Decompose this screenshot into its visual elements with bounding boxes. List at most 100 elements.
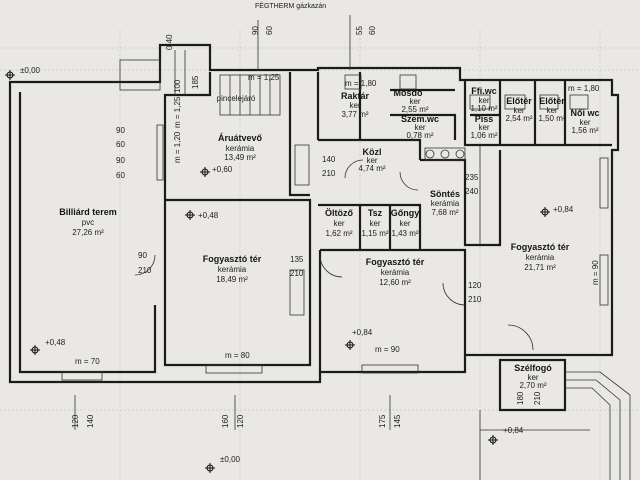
- room-area: 0,78 m²: [406, 131, 433, 140]
- gas-boiler-label: FÉGTHERM gázkazán: [255, 1, 326, 10]
- room-material: kerámia: [226, 144, 255, 153]
- level-marker-icon: [5, 70, 15, 80]
- dim-label: 135: [290, 255, 304, 264]
- dim-label: 120: [71, 414, 80, 428]
- dim-label: m = 1,25: [248, 73, 280, 82]
- dim-label: 180: [516, 391, 525, 405]
- windows: [61, 124, 609, 381]
- room-area: 2,54 m²: [505, 114, 532, 123]
- dim-label: 210: [290, 269, 304, 278]
- room-name: Fogyasztó tér: [203, 254, 262, 264]
- level-value: +0,84: [352, 328, 373, 337]
- room-material: pvc: [82, 218, 94, 227]
- room-labels: Billiárd terem pvc 27,26 m² Áruátvevő ke…: [59, 86, 599, 390]
- dim-label: 120: [468, 281, 482, 290]
- room-material: kerámia: [431, 199, 460, 208]
- room-area: 1,06 m²: [470, 131, 497, 140]
- dim-label: m = 70: [75, 357, 100, 366]
- bar-counter: [344, 74, 589, 245]
- level-markers: [5, 70, 550, 473]
- room-name: Szélfogó: [514, 363, 552, 373]
- room-material: ker: [527, 373, 538, 382]
- room-material: ker: [333, 219, 344, 228]
- room-area: 12,60 m²: [379, 278, 411, 287]
- room-material: ker: [513, 106, 524, 115]
- room-name: Női wc: [570, 108, 599, 118]
- level-marker-icon: [30, 345, 40, 355]
- room-material: kerámia: [381, 268, 410, 277]
- level-value: +0,48: [45, 338, 66, 347]
- dim-label: 90: [138, 251, 147, 260]
- level-marker-icon: [345, 340, 355, 350]
- dim-label: m = 90: [375, 345, 400, 354]
- room-area: 21,71 m²: [524, 263, 556, 272]
- room-name: Szem.wc: [401, 114, 439, 124]
- room-name: Közl: [363, 147, 382, 157]
- room-material: ker: [546, 106, 557, 115]
- room-area: 1,62 m²: [325, 229, 352, 238]
- room-material: ker: [579, 118, 590, 127]
- level-value: +0,84: [503, 426, 524, 435]
- room-area: 2,70 m²: [519, 381, 546, 390]
- level-value: ±0,00: [220, 455, 241, 464]
- room-material: ker: [478, 96, 489, 105]
- room-area: 7,68 m²: [431, 208, 458, 217]
- room-material: ker: [414, 123, 425, 132]
- dim-label: 145: [393, 414, 402, 428]
- room-name: Söntés: [430, 189, 460, 199]
- room-material: ker: [478, 123, 489, 132]
- level-value: +0,84: [553, 205, 574, 214]
- dim-label: 140: [86, 414, 95, 428]
- room-area: 27,26 m²: [72, 228, 104, 237]
- level-value: +0,48: [198, 211, 219, 220]
- door-swings: [134, 159, 534, 351]
- dim-label: 90: [116, 156, 125, 165]
- room-name: Előtér: [539, 96, 565, 106]
- room-area: 13,49 m²: [224, 153, 256, 162]
- dim-label: 160: [221, 414, 230, 428]
- dim-label: m = 1,80: [345, 79, 377, 88]
- room-area: 1,43 m²: [391, 229, 418, 238]
- level-marker-icon: [488, 435, 498, 445]
- room-name: Előtér: [506, 96, 532, 106]
- dim-label: 235: [465, 173, 479, 182]
- room-material: kerámia: [218, 265, 247, 274]
- dimension-texts: m = 1,25 m = 1,25 m = 1,20 m = 1,80 m = …: [71, 26, 600, 428]
- dim-label: 0,40: [165, 34, 174, 50]
- room-material: ker: [409, 97, 420, 106]
- room-area: 4,74 m²: [358, 164, 385, 173]
- level-marker-icon: [205, 463, 215, 473]
- room-area: 18,49 m²: [216, 275, 248, 284]
- dim-label: 210: [138, 266, 152, 275]
- room-area: 1,10 m²: [470, 104, 497, 113]
- level-value: +0,60: [212, 165, 233, 174]
- dim-label: 60: [116, 140, 125, 149]
- level-texts: ±0,00 +0,48 +0,48 +0,60 +0,84 +0,84 +0,8…: [20, 66, 574, 464]
- room-name: Tsz: [368, 208, 383, 218]
- level-marker-icon: [185, 210, 195, 220]
- dim-label: 60: [116, 171, 125, 180]
- dim-label: 240: [465, 187, 479, 196]
- room-area: 2,55 m²: [401, 105, 428, 114]
- dim-label: 60: [265, 26, 274, 35]
- room-area: 1,56 m²: [571, 126, 598, 135]
- dim-label: 210: [468, 295, 482, 304]
- room-name: Áruátvevő: [218, 133, 263, 143]
- room-name: Ffi.wc: [471, 86, 497, 96]
- dimension-lines: [74, 15, 391, 430]
- room-area: 3,77 m²: [341, 110, 368, 119]
- room-name: Öltöző: [325, 208, 353, 218]
- dim-label: 90: [116, 126, 125, 135]
- dim-label: m = 80: [225, 351, 250, 360]
- room-material: kerámia: [526, 253, 555, 262]
- staircase: [119, 50, 281, 116]
- level-marker-icon: [200, 167, 210, 177]
- dim-label: m = 1,20: [173, 131, 182, 163]
- dim-label: 175: [378, 414, 387, 428]
- dim-label: 210: [533, 391, 542, 405]
- dim-label: 210: [322, 169, 336, 178]
- dim-label: 55: [355, 26, 364, 35]
- room-name: Fogyasztó tér: [511, 242, 570, 252]
- room-name: Fogyasztó tér: [366, 257, 425, 267]
